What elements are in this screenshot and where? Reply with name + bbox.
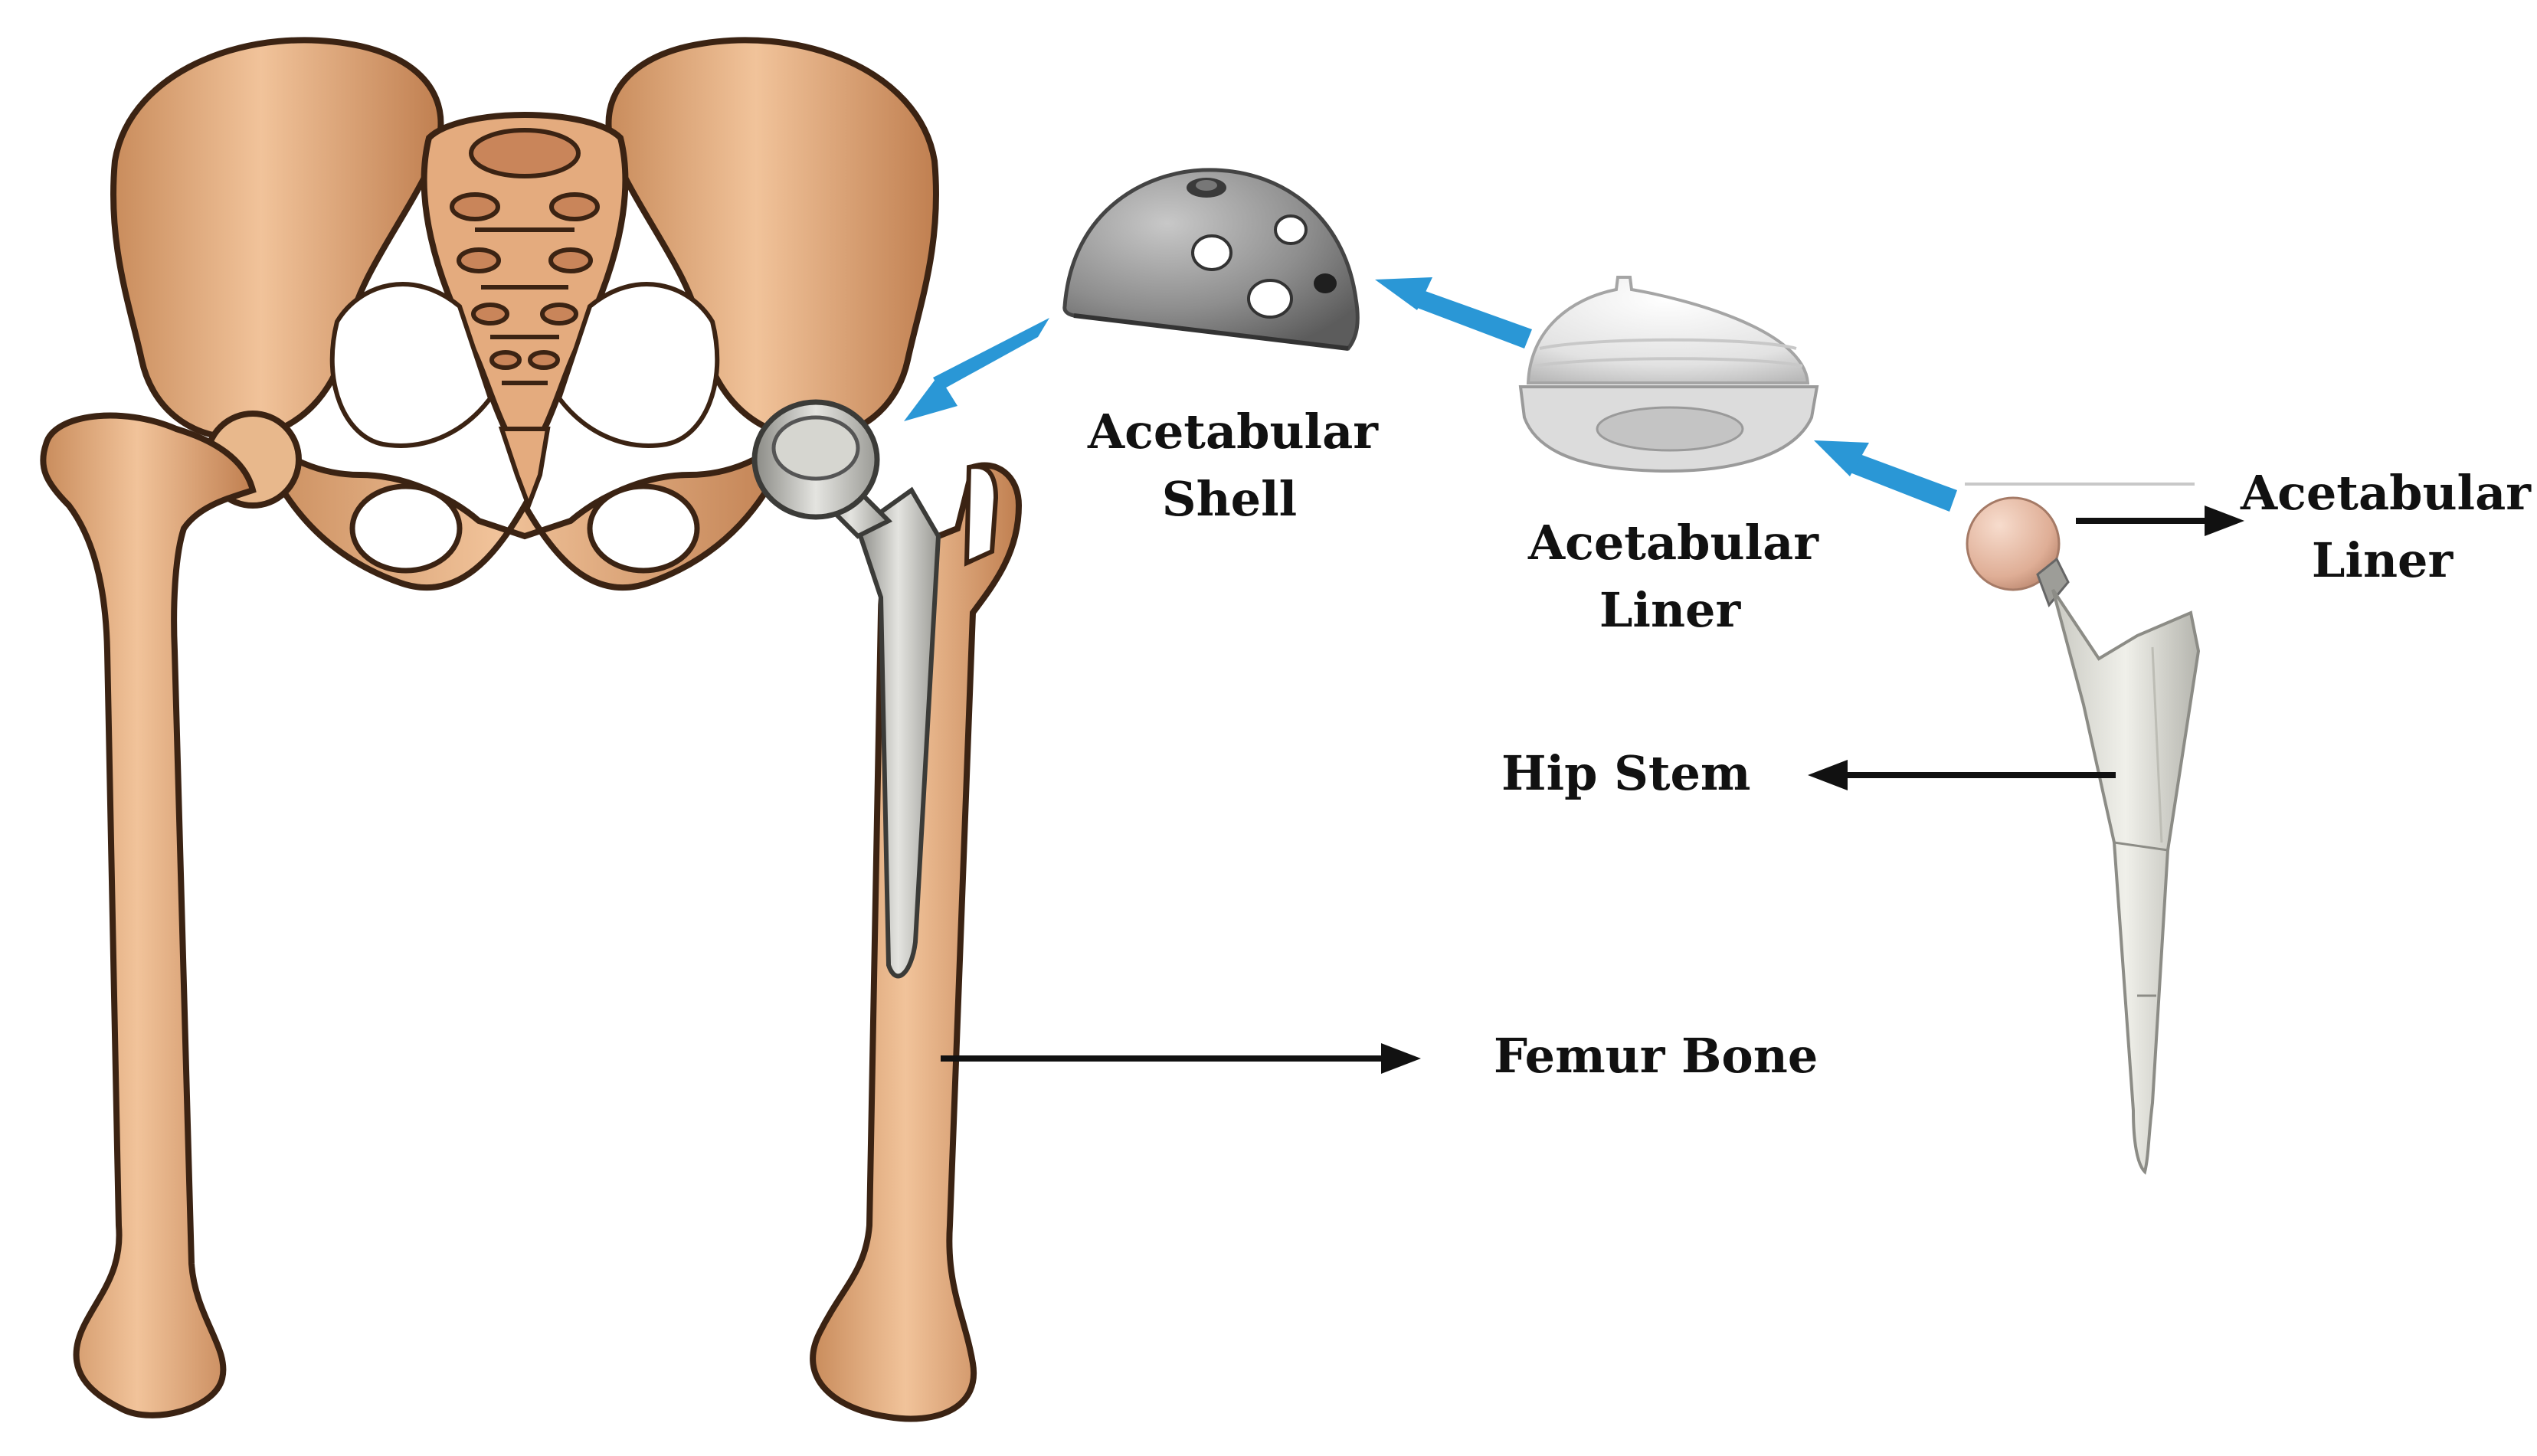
femoral-head — [1966, 496, 2061, 591]
pelvic-inlet — [329, 282, 493, 448]
acetabular-shell-image — [1062, 168, 1360, 351]
blue-arrow-liner-to-shell — [1375, 277, 1532, 348]
blue-assembly-arrows — [904, 277, 1957, 512]
hip-stem — [2051, 588, 2201, 1175]
label-femur-bone: Femur Bone — [1494, 1028, 1818, 1084]
label-acetabular-liner-right-line1: Acetabular — [2241, 465, 2531, 521]
label-hip-stem: Hip Stem — [1501, 745, 1751, 801]
black-pointer-arrows — [941, 506, 2244, 1074]
label-acetabular-liner-center: Acetabular Liner — [1528, 509, 1818, 644]
femoral-component-image — [1966, 496, 2201, 1175]
arrow-to-hip-stem-label — [1808, 760, 2116, 790]
left-obturator-foramen — [349, 483, 463, 574]
label-acetabular-shell-line1: Acetabular — [1088, 404, 1378, 460]
arrow-to-acetabular-liner-label — [2076, 506, 2244, 536]
arrow-to-femur-bone-label — [941, 1043, 1421, 1074]
coccyx — [498, 427, 551, 512]
label-acetabular-liner-center-line2: Liner — [1599, 582, 1741, 638]
blue-arrow-shell-to-hip — [904, 318, 1049, 421]
label-acetabular-shell-line2: Shell — [1161, 471, 1298, 527]
pelvis-illustration — [110, 37, 939, 591]
label-acetabular-liner-center-line1: Acetabular — [1528, 515, 1818, 571]
left-femur-natural — [40, 411, 302, 1418]
acetabular-liner-image — [1518, 276, 1819, 473]
label-acetabular-liner-right-line2: Liner — [2311, 532, 2454, 588]
right-femur-with-implant — [751, 399, 1023, 1422]
implanted-hip-stem — [855, 486, 941, 979]
label-acetabular-liner-right: Acetabular Liner — [2241, 460, 2531, 594]
blue-arrow-head-to-liner — [1814, 440, 1957, 512]
label-acetabular-shell: Acetabular Shell — [1088, 398, 1378, 533]
right-obturator-foramen — [587, 483, 700, 574]
